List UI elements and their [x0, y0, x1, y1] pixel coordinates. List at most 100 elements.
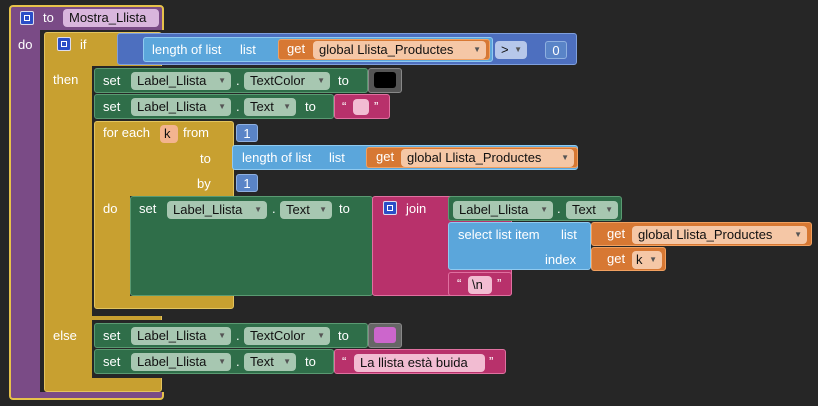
for-each-label: for each [103, 125, 150, 140]
select-list-item-block[interactable] [448, 222, 591, 270]
text-close-quote: ” [489, 354, 494, 369]
text-close-quote: ” [497, 276, 502, 291]
chevron-down-icon: ▼ [649, 255, 657, 264]
from-label: from [183, 125, 209, 140]
procedure-name-field[interactable]: Mostra_Llista [63, 9, 159, 27]
to-label: to [338, 73, 349, 88]
property-dropdown[interactable]: TextColor ▼ [244, 327, 330, 345]
to-label: to [200, 151, 211, 166]
dot-label: . [236, 99, 240, 114]
select-list-label: list [561, 227, 577, 242]
compare-operator-dropdown[interactable]: > ▼ [495, 41, 527, 59]
property-dropdown[interactable]: Text ▼ [244, 98, 296, 116]
length-of-list-label: length of list [242, 150, 312, 165]
component-name: Label_Llista [137, 354, 207, 369]
set-label: set [103, 73, 121, 88]
then-label: then [53, 72, 79, 87]
length-of-list-label: length of list [152, 42, 222, 57]
component-dropdown[interactable]: Label_Llista ▼ [131, 72, 231, 90]
get-variable-dropdown[interactable]: global Llista_Productes ▼ [401, 149, 574, 167]
get-variable-dropdown[interactable]: global Llista_Productes ▼ [632, 226, 807, 244]
newline-text-field[interactable]: \n [468, 276, 492, 294]
chevron-down-icon: ▼ [218, 76, 226, 85]
component-name: Label_Llista [173, 202, 243, 217]
get-label: get [607, 226, 626, 241]
property-name: Text [572, 202, 596, 217]
text-open-quote: “ [342, 99, 347, 114]
dot-label: . [236, 73, 240, 88]
length-list-label: list [329, 150, 345, 165]
chevron-down-icon: ▼ [317, 331, 325, 340]
procedure-gear-icon[interactable] [20, 11, 34, 25]
property-dropdown[interactable]: Text ▼ [566, 201, 618, 219]
component-dropdown[interactable]: Label_Llista ▼ [167, 201, 267, 219]
for-each-do-label: do [103, 201, 118, 216]
join-label: join [406, 201, 427, 216]
chevron-down-icon: ▼ [605, 205, 613, 214]
else-label: else [53, 328, 77, 343]
property-dropdown[interactable]: Text ▼ [244, 353, 296, 371]
chevron-down-icon: ▼ [283, 102, 291, 111]
text-close-quote: ” [374, 99, 379, 114]
select-list-item-label: select list item [458, 227, 540, 242]
property-dropdown[interactable]: Text ▼ [280, 201, 332, 219]
color-pink-swatch [374, 327, 396, 343]
compare-operator: > [501, 42, 509, 57]
component-dropdown[interactable]: Label_Llista ▼ [453, 201, 553, 219]
index-variable-dropdown[interactable]: k ▼ [632, 251, 662, 269]
get-variable-name: global Llista_Productes [638, 227, 773, 242]
property-name: TextColor [250, 328, 305, 343]
by-value-block[interactable]: 1 [236, 174, 258, 192]
to-label: to [305, 354, 316, 369]
get-label: get [287, 41, 306, 56]
dot-label: . [236, 328, 240, 343]
component-name: Label_Llista [459, 202, 529, 217]
chevron-down-icon: ▼ [540, 205, 548, 214]
from-value-block[interactable]: 1 [236, 124, 258, 142]
chevron-down-icon: ▼ [317, 76, 325, 85]
to-label: to [339, 201, 350, 216]
procedure-to-label: to [43, 10, 54, 25]
text-value-field[interactable] [353, 99, 369, 115]
color-black-swatch [374, 72, 396, 88]
component-name: Label_Llista [137, 328, 207, 343]
chevron-down-icon: ▼ [561, 153, 569, 162]
component-dropdown[interactable]: Label_Llista ▼ [131, 98, 231, 116]
set-label: set [139, 201, 157, 216]
set-label: set [103, 354, 121, 369]
text-open-quote: “ [457, 276, 462, 291]
join-gear-icon[interactable] [383, 201, 397, 215]
get-label: get [607, 251, 626, 266]
component-name: Label_Llista [137, 73, 207, 88]
by-label: by [197, 176, 211, 191]
dot-label: . [557, 201, 561, 216]
if-label: if [80, 37, 87, 52]
chevron-down-icon: ▼ [794, 230, 802, 239]
procedure-do-label: do [18, 37, 33, 52]
component-dropdown[interactable]: Label_Llista ▼ [131, 327, 231, 345]
chevron-down-icon: ▼ [319, 205, 327, 214]
dot-label: . [236, 354, 240, 369]
set-label: set [103, 99, 121, 114]
set-label: set [103, 328, 121, 343]
text-value-field[interactable]: La llista està buida [354, 354, 485, 372]
dot-label: . [272, 201, 276, 216]
chevron-down-icon: ▼ [218, 357, 226, 366]
chevron-down-icon: ▼ [514, 45, 522, 54]
get-label: get [376, 149, 395, 164]
compare-value-block[interactable]: 0 [545, 41, 567, 59]
to-label: to [305, 99, 316, 114]
if-gear-icon[interactable] [57, 37, 71, 51]
property-name: TextColor [250, 73, 305, 88]
chevron-down-icon: ▼ [254, 205, 262, 214]
property-name: Text [250, 99, 274, 114]
chevron-down-icon: ▼ [218, 102, 226, 111]
loop-variable-field[interactable]: k [160, 125, 178, 143]
property-name: Text [286, 202, 310, 217]
chevron-down-icon: ▼ [218, 331, 226, 340]
text-open-quote: “ [342, 354, 347, 369]
property-dropdown[interactable]: TextColor ▼ [244, 72, 330, 90]
index-variable-name: k [636, 252, 643, 267]
get-variable-dropdown[interactable]: global Llista_Productes ▼ [313, 41, 486, 59]
component-dropdown[interactable]: Label_Llista ▼ [131, 353, 231, 371]
